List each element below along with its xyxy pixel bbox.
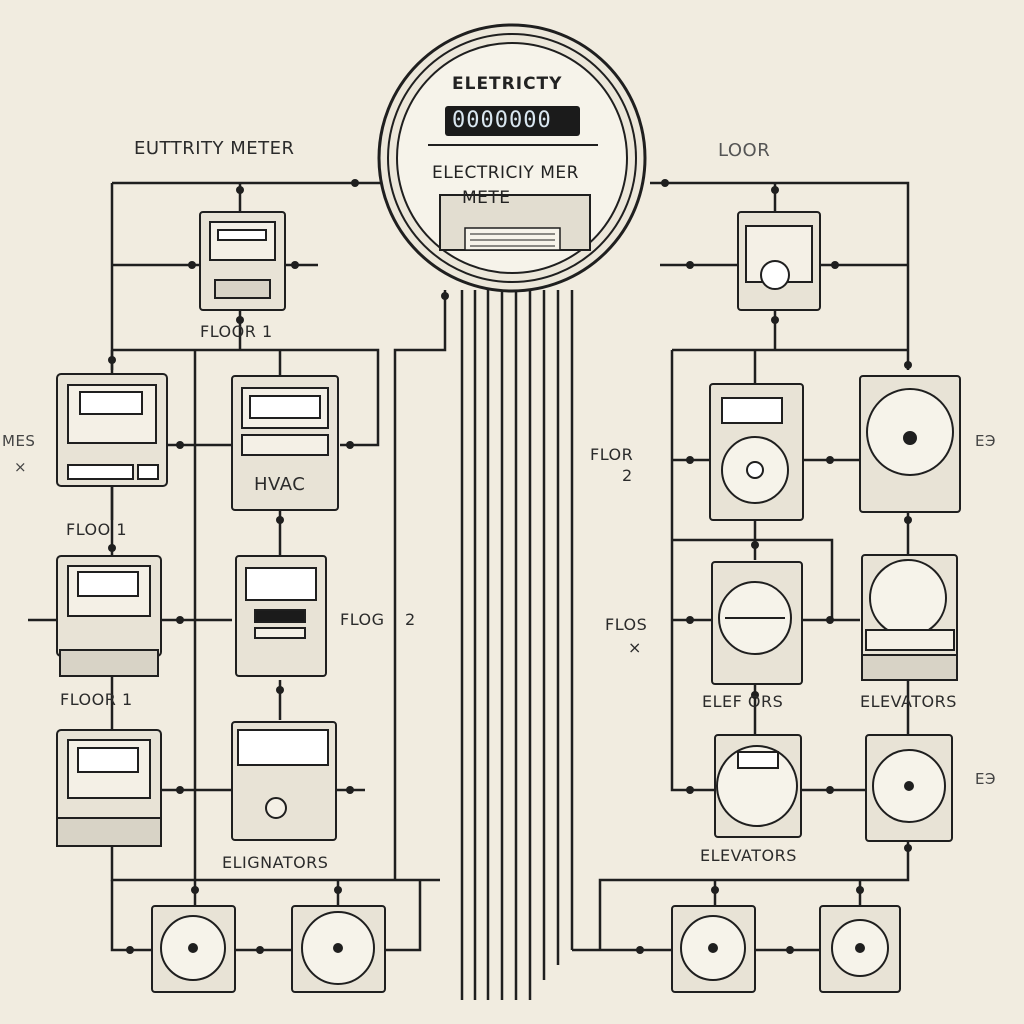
gauge-bottom-left-2 [291, 905, 386, 993]
label-eletrors: ELEF ORS [702, 692, 784, 711]
device-eletrors [714, 734, 802, 838]
device-elevators-left [231, 721, 337, 841]
label-side-left-1: MES [2, 432, 36, 450]
trunk-lines [460, 290, 574, 1000]
label-floor1-top: FLOOR 1 [200, 322, 273, 341]
label-floor-top-right: LOOR [718, 140, 771, 161]
gauge-bottom-left-1 [151, 905, 236, 993]
label-elevators-right-bottom: ELEVATORS [700, 846, 797, 865]
meter-label-line2: METE [462, 188, 511, 208]
label-utility-meter: EUTTRITY METER [134, 138, 295, 159]
label-side-right-1: ЕЭ [975, 432, 996, 450]
gauge-bottom-right-2 [819, 905, 901, 993]
device-floor1-left [56, 373, 168, 487]
label-flog-2: FLOG [340, 610, 385, 629]
label-flor-2: FLOR [590, 445, 634, 464]
device-hvac [231, 375, 339, 511]
label-side-left-2: × [14, 458, 28, 476]
junction-dots [108, 179, 912, 954]
label-flog-2-number: 2 [405, 610, 416, 629]
gauge-elevators-right-bottom [865, 734, 953, 842]
device-floor1-top [199, 211, 286, 311]
label-elevators-right-mid: ELEVATORS [860, 692, 957, 711]
gauge-bottom-right-1 [671, 905, 756, 993]
device-right-top [737, 211, 821, 311]
wire-left-second-bus [112, 348, 380, 447]
label-flos: FLOS [605, 615, 648, 634]
label-elevators-left: ELIGNATORS [222, 853, 329, 872]
label-hvac: HVAC [254, 474, 306, 495]
wire-center-left [393, 290, 447, 880]
device-floor1-low [56, 729, 162, 847]
label-side-right-2: ЕЭ [975, 770, 996, 788]
label-flos-sub: × [628, 638, 642, 657]
gauge-right-top [859, 375, 961, 513]
device-floor2-right [709, 383, 804, 521]
gauge-elevators-right-mid [861, 554, 958, 681]
wire-right-top-bus [650, 181, 910, 370]
meter-label-line1: ELECTRICIY MER [432, 163, 579, 183]
device-floor1-mid [56, 555, 162, 677]
label-flor-2-number: 2 [622, 466, 633, 485]
meter-display: 0000000 [452, 108, 552, 133]
label-floor1-low: FLOOR 1 [60, 690, 133, 709]
meter-title: ELETRICTY [452, 74, 563, 94]
device-flos-right [711, 561, 803, 685]
main-electricity-meter [377, 23, 647, 293]
label-floor1-mid: FLOO 1 [66, 520, 127, 539]
device-floor2-left [235, 555, 327, 677]
